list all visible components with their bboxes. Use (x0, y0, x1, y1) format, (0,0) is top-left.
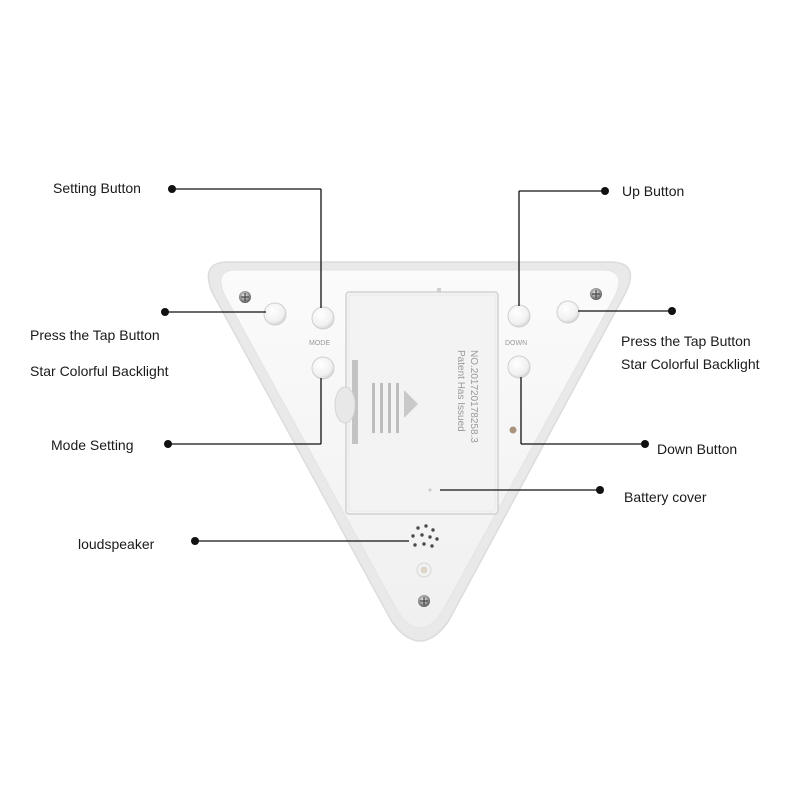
key-label-mode: MODE (309, 340, 330, 347)
patent-text-line1: Patent Has Issued (455, 350, 466, 432)
down-button[interactable] (507, 355, 531, 379)
setting-button[interactable] (311, 306, 335, 330)
key-label-down: DOWN (505, 340, 527, 347)
tap-button-left[interactable] (263, 302, 287, 326)
label-tap-left-line1: Press the Tap Button (30, 327, 160, 343)
label-battery-cover: Battery cover (624, 489, 707, 505)
arrow-right-icon (404, 390, 418, 418)
loudspeaker-grille (411, 524, 439, 548)
patent-text-line2: NO.201720178258.3 (468, 350, 479, 443)
leader-lines (165, 188, 672, 542)
tap-button-right[interactable] (556, 300, 580, 324)
mode-button[interactable] (311, 356, 335, 380)
label-loudspeaker: loudspeaker (78, 536, 155, 552)
indicator-dot (509, 426, 517, 434)
side-bump (334, 386, 356, 424)
up-button[interactable] (507, 304, 531, 328)
screw-bottom (418, 595, 430, 607)
label-mode-setting: Mode Setting (51, 437, 134, 453)
label-tap-right-line1: Press the Tap Button (621, 333, 751, 349)
label-down-button: Down Button (657, 441, 738, 457)
label-tap-left-line2: Star Colorful Backlight (30, 363, 169, 379)
screw-top-right (590, 288, 602, 300)
label-up-button: Up Button (622, 183, 685, 199)
label-setting-button: Setting Button (53, 180, 141, 196)
battery-cover: Patent Has Issued NO.201720178258.3 (345, 288, 499, 515)
bottom-light (416, 562, 432, 578)
screw-top-left (239, 291, 251, 303)
leader-dots (161, 185, 676, 545)
label-tap-right-line2: Star Colorful Backlight (621, 356, 760, 372)
